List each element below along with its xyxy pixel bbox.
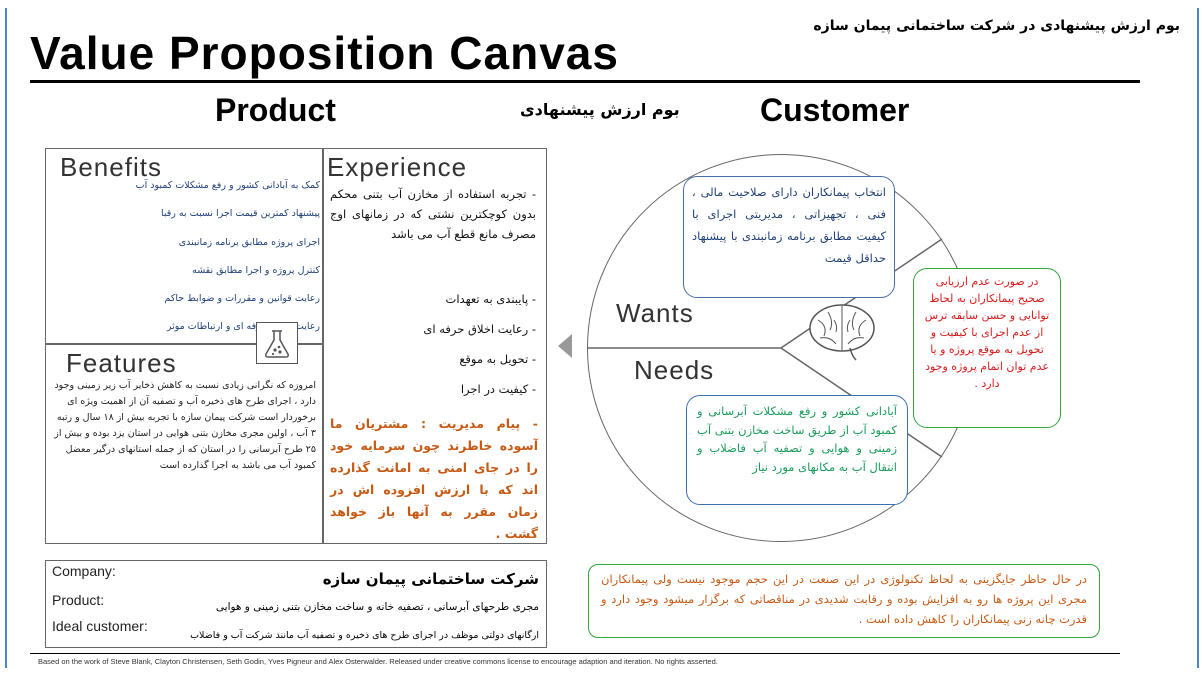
needs-label: Needs <box>634 355 715 385</box>
management-message: - پیام مدیریت : مشتریان ما آسوده خاطرند … <box>330 416 538 541</box>
wants-label: Wants <box>616 298 694 328</box>
top-note: بوم ارزش پیشنهادی در شرکت ساختمانی پیمان… <box>813 18 1180 34</box>
benefits-heading: Benefits <box>60 152 162 182</box>
product-heading: Product <box>215 92 336 128</box>
brain-icon <box>806 300 880 364</box>
footer-divider <box>30 653 1120 654</box>
competition-note: در حال حاظر جایگزینی به لحاظ تکنولوژی در… <box>588 564 1100 638</box>
experience-item: - رعایت اخلاق حرفه ای <box>423 322 536 336</box>
center-heading: بوم ارزش پیشنهادی <box>520 100 680 119</box>
experience-item: - کیفیت در اجرا <box>460 382 536 396</box>
company-value: شرکت ساختمانی پیمان سازه <box>322 570 539 588</box>
benefit-item: رعایت قوانین و مقررات و ضوابط حاکم <box>164 293 320 304</box>
benefit-item: رعایت اخلاق حرفه ای و ارتباطات موثر <box>166 321 320 332</box>
experience-heading: Experience <box>327 152 468 182</box>
footer-credit: Based on the work of Steve Blank, Clayto… <box>38 657 718 666</box>
benefit-item: اجرای پروژه مطابق برنامه زمانبندی <box>178 237 320 248</box>
benefit-item: کمک به آبادانی کشور و رفع مشکلات کمبود آ… <box>135 180 320 191</box>
experience-item: - پایبندی به تعهدات <box>445 292 536 306</box>
ideal-customer-value: ارگانهای دولتی موظف در اجرای طرح های ذخی… <box>190 630 539 641</box>
arrow-left-icon <box>558 334 572 358</box>
company-label: Company: <box>52 563 116 579</box>
benefit-item: پیشنهاد کمترین قیمت اجرا نسبت به رقبا <box>160 208 320 219</box>
features-text: امروزه که نگرانی زیادی نسبت به کاهش ذخای… <box>54 380 316 471</box>
title-divider <box>30 80 1140 83</box>
customer-heading: Customer <box>760 92 910 128</box>
flask-icon <box>256 322 298 364</box>
product-vertical-divider <box>322 148 324 544</box>
product-square <box>45 148 547 544</box>
product-value: مجری طرحهای آبرسانی ، تصفیه خانه و ساخت … <box>215 601 539 613</box>
needs-box: آبادانی کشور و رفع مشکلات آبرسانی و کمبو… <box>686 395 908 505</box>
experience-intro: - تجربه استفاده از مخازن آب بتنی محکم بد… <box>330 187 536 241</box>
benefit-item: کنترل پروژه و اجرا مطابق نقشه <box>192 265 320 276</box>
main-title: Value Proposition Canvas <box>30 27 619 79</box>
fears-box: در صورت عدم ارزیابی صحیح پیمانکاران به ل… <box>913 268 1061 428</box>
page-frame <box>5 8 1199 668</box>
product-label: Product: <box>52 592 105 608</box>
features-heading: Features <box>66 348 177 378</box>
product-horizontal-divider <box>45 343 323 345</box>
experience-item: - تحویل به موقع <box>459 352 536 366</box>
wants-box: انتخاب پیمانکاران دارای صلاحیت مالی ، فن… <box>683 176 895 298</box>
ideal-customer-label: Ideal customer: <box>52 618 148 634</box>
company-box <box>45 560 547 648</box>
